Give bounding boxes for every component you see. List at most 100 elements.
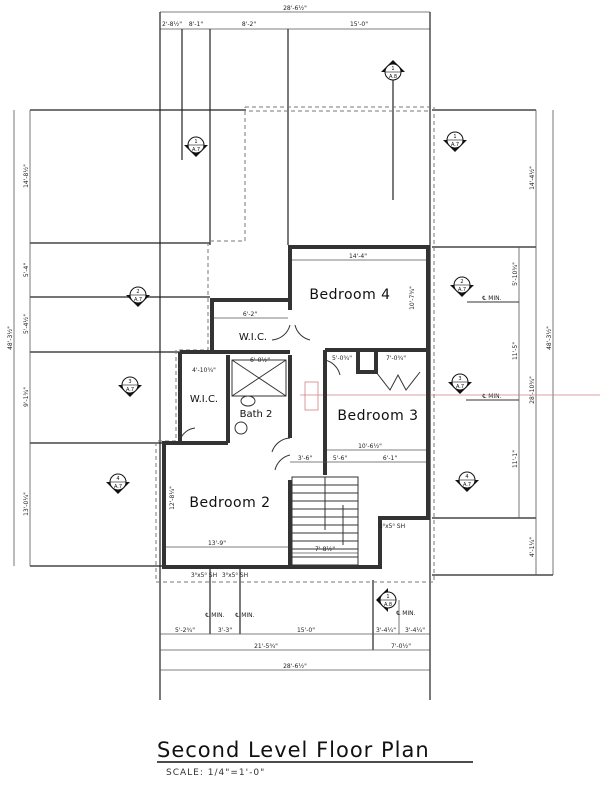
dim-top-overall: 28'-6½" [283, 5, 307, 12]
section-number: 1 [386, 594, 389, 600]
dim-top-4: 15'-0" [350, 21, 368, 28]
section-sheet: A.7 [114, 484, 122, 490]
section-sheet: A.7 [192, 147, 200, 153]
section-marker[interactable]: 2A.7 [450, 276, 474, 297]
dim-top-2: 8'-1" [189, 21, 203, 28]
dim-bottom-e2: 7'-0½" [391, 643, 411, 650]
section-marker[interactable]: 3A.7 [448, 373, 472, 394]
dim-bath: 6'-0½" [250, 357, 270, 364]
room-bedroom-3: Bedroom 3 [337, 408, 418, 424]
section-markers: 1A.81A.71A.72A.72A.73A.73A.74A.74A.71A.8 [106, 60, 479, 612]
reference-box [304, 381, 319, 411]
dim-right-b3: 11'-1" [512, 450, 519, 468]
drawing-title: Second Level Floor Plan [157, 738, 430, 762]
section-marker[interactable]: 1A.8 [381, 60, 405, 81]
room-bath-2: Bath 2 [240, 409, 273, 420]
dim-hall-3: 6'-1" [383, 455, 397, 462]
right-dimensions: 48'-3½" 14'-4½" 28'-10¾" 4'-1¼" 5'-10¾" … [466, 110, 554, 575]
toilet-icon [234, 421, 248, 435]
sink-icon [240, 395, 256, 407]
doors [179, 324, 421, 471]
cl-min-label: ℄ MIN. [482, 393, 501, 400]
room-bedroom-4: Bedroom 4 [309, 287, 390, 303]
dim-right-a3: 4'-1¼" [529, 537, 536, 557]
dim-top-3: 8'-2" [242, 21, 256, 28]
dim-right-a2: 28'-10¾" [529, 376, 536, 404]
window-label: 3⁰x5⁰ SH [379, 523, 405, 530]
window-label: 3⁰x5⁰ SH [191, 572, 217, 579]
dim-wic-lower: 4'-10¾" [192, 367, 216, 374]
section-sheet: A.8 [389, 74, 397, 80]
section-number: 1 [391, 66, 394, 72]
dim-bottom-5: 3'-4¼" [405, 627, 425, 634]
section-marker[interactable]: 1A.8 [376, 588, 397, 612]
dim-bottom-overall: 28'-6½" [283, 663, 307, 670]
dim-right-b1: 5'-10¾" [512, 262, 519, 286]
dim-left-4: 9'-1¾" [23, 387, 30, 407]
section-marker[interactable]: 1A.7 [184, 136, 208, 157]
dim-bottom-e1: 21'-5¾" [254, 643, 278, 650]
section-number: 2 [136, 289, 139, 295]
section-marker[interactable]: 2A.7 [126, 286, 150, 307]
dim-bed2-height: 12'-8¼" [169, 486, 176, 510]
top-dimensions: 28'-6½" 2'-8½" 8'-1" 8'-2" 15'-0" [160, 5, 430, 30]
cl-min-label: ℄ MIN. [396, 610, 415, 617]
grid-lines [30, 12, 553, 700]
dim-bottom-2: 3'-3" [218, 627, 232, 634]
dim-top-1: 2'-8½" [162, 21, 182, 28]
section-sheet: A.7 [458, 287, 466, 293]
section-sheet: A.7 [126, 387, 134, 393]
dim-hall-1: 3'-6" [298, 455, 312, 462]
dim-wic-upper: 6'-2" [243, 311, 257, 318]
room-wic-upper: W.I.C. [239, 332, 267, 343]
bath-fixtures [231, 359, 287, 435]
section-number: 4 [465, 474, 468, 480]
cl-min-label: ℄ MIN. [235, 612, 254, 619]
section-marker[interactable]: 3A.7 [118, 376, 142, 397]
section-number: 3 [458, 376, 461, 382]
dim-bottom-1: 5'-2¾" [175, 627, 195, 634]
dim-bed4-width: 14'-4" [349, 253, 367, 260]
dim-bed2-width: 13'-9" [208, 540, 226, 547]
section-sheet: A.7 [456, 384, 464, 390]
walls [162, 245, 430, 569]
section-number: 4 [116, 476, 119, 482]
dim-closet-2: 7'-0¾" [386, 355, 406, 362]
bottom-dimensions: 5'-2¾" 3'-3" 15'-0" 3'-4¼" 3'-4¼" 21'-5¾… [160, 600, 430, 671]
drawing-scale: SCALE: 1/4"=1'-0" [166, 768, 265, 778]
room-labels: Bedroom 4 W.I.C. W.I.C. Bath 2 Bedroom 3… [189, 287, 418, 511]
room-wic-lower: W.I.C. [190, 394, 218, 405]
section-sheet: A.7 [451, 142, 459, 148]
section-number: 3 [128, 379, 131, 385]
cl-min-label: ℄ MIN. [205, 612, 224, 619]
section-number: 1 [194, 139, 197, 145]
section-sheet: A.7 [463, 482, 471, 488]
section-sheet: A.8 [384, 602, 392, 608]
section-sheet: A.7 [134, 297, 142, 303]
dim-left-2: 5'-4" [23, 263, 30, 277]
dim-stair-width: 7'-8½" [315, 546, 335, 553]
section-number: 2 [460, 279, 463, 285]
dim-bottom-4: 3'-4¼" [376, 627, 396, 634]
section-marker[interactable]: 1A.7 [443, 131, 467, 152]
section-marker[interactable]: 4A.7 [106, 473, 130, 494]
cl-min-label: ℄ MIN. [482, 295, 501, 302]
dim-right-b2: 11'-5" [512, 342, 519, 360]
staircase [291, 476, 359, 566]
dim-bottom-3: 15'-0" [297, 627, 315, 634]
dim-left-3: 5'-4½" [23, 314, 30, 334]
window-label: 3⁰x5⁰ SH [222, 572, 248, 579]
dim-left-5: 13'-0¼" [23, 492, 30, 516]
dim-left-overall: 48'-3½" [7, 326, 14, 350]
section-marker[interactable]: 4A.7 [455, 471, 479, 492]
dim-left-1: 14'-8½" [23, 164, 30, 188]
room-bedroom-2: Bedroom 2 [189, 495, 270, 511]
shower [231, 359, 287, 397]
section-number: 1 [453, 134, 456, 140]
left-dimensions: 48'-3½" 14'-8½" 5'-4" 5'-4½" 9'-1¾" 13'-… [7, 110, 31, 566]
interior-dimensions: 14'-4" 10'-7¾" 6'-2" 4'-10¾" 6'-0½" 5'-0… [166, 253, 426, 554]
dim-bed4-height: 10'-7¾" [409, 286, 416, 310]
dim-closet-1: 5'-0¾" [332, 355, 352, 362]
dim-bed3-width: 10'-6½" [358, 443, 382, 450]
